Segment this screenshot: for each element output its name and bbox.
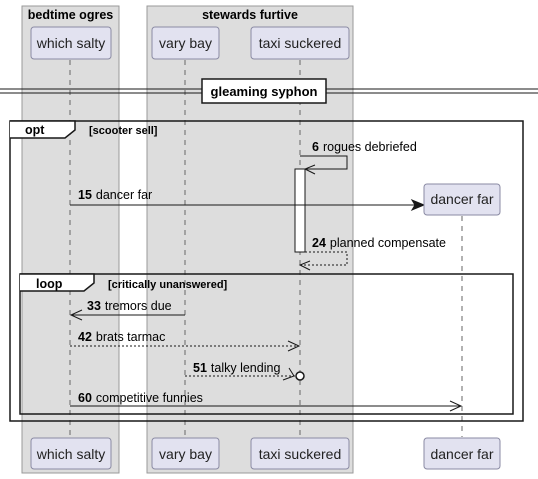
message-33: 33 tremors due [69,299,185,321]
message-number: 51 [193,361,207,375]
participant-label: dancer far [430,446,493,462]
participant-label: which salty [36,35,105,51]
message-15: 15 dancer far [70,188,426,212]
message-number: 15 [78,188,92,202]
loop-frame-tag: loop [36,277,63,291]
divider-gleaming-syphon: gleaming syphon [0,78,538,104]
message-24: 24 planned compensate [298,236,446,271]
message-number: 24 [312,236,326,250]
message-text: tremors due [105,299,172,313]
activation-bar [294,168,306,253]
message-text: competitive funnies [96,391,203,405]
message-60: 60 competitive funnies [70,391,463,412]
participant-dancer-far-bottom[interactable]: dancer far [423,437,501,470]
opt-frame-condition: [scooter sell] [89,125,158,137]
participant-label: taxi suckered [259,446,341,462]
message-number: 6 [312,140,319,154]
message-text: rogues debriefed [323,140,417,154]
participant-which-salty-top[interactable]: which salty [30,26,112,60]
participant-dancer-far-created[interactable]: dancer far [423,183,501,216]
box-title: stewards furtive [202,8,298,22]
message-label: 24 planned compensate [312,236,446,250]
message-text: talky lending [211,361,281,375]
message-6: 6 rogues debriefed [300,140,417,175]
participant-label: vary bay [159,446,212,462]
participant-label: which salty [36,446,105,462]
divider-label: gleaming syphon [211,84,318,99]
message-text: dancer far [96,188,152,202]
message-51: 51 talky lending [185,361,305,381]
message-label: 51 talky lending [193,361,280,375]
message-label: 6 rogues debriefed [312,140,417,154]
participant-taxi-suckered-top[interactable]: taxi suckered [250,26,350,60]
message-number: 60 [78,391,92,405]
message-42: 42 brats tarmac [70,330,301,352]
loop-frame-condition: [critically unanswered] [108,279,228,291]
participant-label: taxi suckered [259,35,341,51]
participant-label: dancer far [430,191,493,207]
message-number: 33 [87,299,101,313]
opt-frame-tag: opt [25,123,45,137]
message-label: 33 tremors due [87,299,172,313]
message-label: 15 dancer far [78,188,152,202]
participant-vary-bay-bottom[interactable]: vary bay [151,437,220,470]
message-number: 42 [78,330,92,344]
box-title: bedtime ogres [28,8,113,22]
loop-frame: loop [critically unanswered] [19,273,514,415]
message-text: planned compensate [330,236,446,250]
participant-vary-bay-top[interactable]: vary bay [151,26,220,60]
message-text: brats tarmac [96,330,165,344]
participant-which-salty-bottom[interactable]: which salty [30,437,112,470]
participant-taxi-suckered-bottom[interactable]: taxi suckered [250,437,350,470]
opt-frame: opt [scooter sell] [9,120,524,422]
message-label: 60 competitive funnies [78,391,203,405]
message-label: 42 brats tarmac [78,330,165,344]
participant-label: vary bay [159,35,212,51]
